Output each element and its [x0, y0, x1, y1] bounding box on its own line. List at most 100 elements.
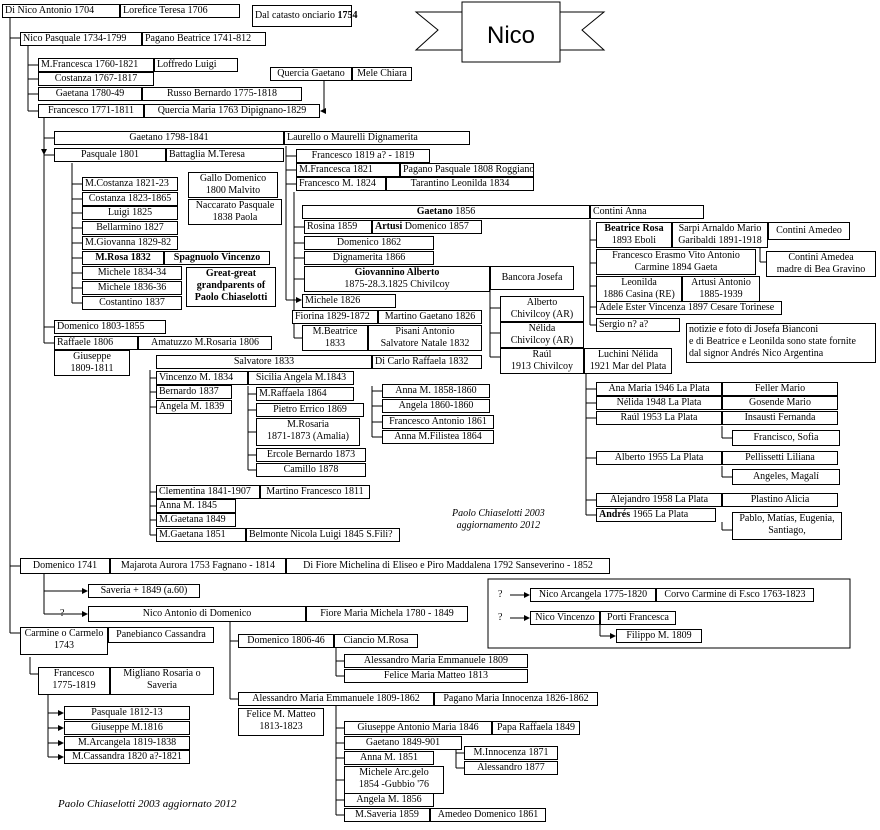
spouse-box: Corvo Carmine di F.sco 1763-1823 [656, 588, 814, 602]
person-box: Angela 1860-1860 [382, 399, 490, 413]
person-box: Ercole Bernardo 1873 [256, 448, 366, 462]
person-box: Andrés 1965 La Plata [596, 508, 716, 522]
person-box: Costantino 1837 [82, 296, 182, 310]
spouse-box: Artusi Domenico 1857 [372, 220, 482, 234]
children-box: Francisco, Sofia [732, 430, 840, 446]
person-box: M.Arcangela 1819-1838 [64, 736, 190, 750]
person-box: M.Francesca 1821 [296, 163, 400, 177]
person-box: Nico Antonio di Domenico [88, 606, 306, 622]
person-dates: 1875-28.3.1825 Chivilcoy [344, 279, 450, 290]
person-box: M.Rosaria 1871-1873 (Amalia) [256, 418, 360, 446]
person-name: Giovannino Alberto [354, 267, 440, 278]
person-box: Clementina 1841-1907 [156, 485, 260, 499]
person-box: Francesco Antonio 1861 [382, 415, 494, 429]
person-box: Bernardo 1837 [156, 385, 232, 399]
spouse-box: Feller Mario [722, 382, 838, 396]
spouse-box: Luchini Nélida 1921 Mar del Plata [584, 348, 672, 374]
person-box: Angela M. 1856 [344, 793, 434, 807]
person-box: Saveria + 1849 (a.60) [88, 584, 200, 598]
spouse-box: Di Carlo Raffaela 1832 [372, 355, 482, 369]
person-box: Nico Vincenzo [530, 611, 600, 625]
spouse-box: Di Fiore Michelina di Eliseo e Piro Madd… [286, 558, 610, 574]
spouse-box: Martino Gaetano 1826 [378, 310, 482, 324]
person-year: 1856 [452, 206, 476, 217]
spouse-box: Pisani Antonio Salvatore Natale 1832 [368, 325, 482, 351]
person-box: Domenico 1803-1855 [54, 320, 166, 334]
spouse-box: Ciancio M.Rosa [334, 634, 418, 648]
person-name: Andrés [599, 509, 631, 520]
spouse-box: Contini Anna [590, 205, 704, 219]
person-box: Alberto 1955 La Plata [596, 451, 722, 465]
person-box: Sergio n? a? [596, 318, 680, 332]
person-box: M.Gaetana 1849 [156, 513, 236, 527]
person-box: Alessandro Maria Emmanuele 1809-1862 [238, 692, 434, 706]
person-box: Francesco M. 1824 [296, 177, 386, 191]
person-box: Raúl 1953 La Plata [596, 411, 722, 425]
person-box: Contini Amedeo [768, 222, 850, 240]
person-box: Gaetano 1849-901 [344, 736, 462, 750]
spouse-box: Pagano Pasquale 1808 Roggiano [400, 163, 534, 177]
person-box: Nico Arcangela 1775-1820 [530, 588, 656, 602]
person-box: Francesco 1819 a? - 1819 [296, 149, 430, 163]
person-box: Vincenzo M. 1834 [156, 371, 248, 385]
person-box: Pasquale 1812-13 [64, 706, 190, 720]
person-box: Francesco Erasmo Vito Antonio Carmine 18… [596, 249, 756, 275]
person-box: Michele Arc.gelo 1854 -Gubbio '76 [344, 766, 444, 794]
person-box: Michele 1826 [302, 294, 396, 308]
person-box: Camillo 1878 [256, 463, 366, 477]
spouse-box: Sicilia Angela M.1843 [248, 371, 354, 385]
children-box: Pablo, Matías, Eugenia, Santiago, [732, 512, 842, 540]
person-year: 1965 La Plata [630, 509, 689, 520]
spouse-box: Papa Raffaela 1849 [492, 721, 580, 735]
person-box: Contini Amedea madre di Bea Gravino [766, 251, 876, 277]
unknown-marker: ? [498, 589, 503, 600]
spouse-box: Insausti Fernanda [722, 411, 838, 425]
spouse-box: Porti Francesca [600, 611, 676, 625]
person-box: Filippo M. 1809 [616, 629, 702, 643]
person-box: Bellarmino 1827 [82, 221, 178, 235]
spouse-box: Sarpi Arnaldo Mario Garibaldi 1891-1918 [672, 222, 768, 248]
note-box: notizie e foto di Josefa Bianconi e di B… [686, 323, 876, 363]
person-box: Alberto Chivilcoy (AR) [500, 296, 584, 322]
person-year: Domenico 1857 [402, 221, 469, 232]
spouse-box: Panebianco Cassandra [108, 627, 214, 643]
person-box: Salvatore 1833 [156, 355, 372, 369]
spouse-box: Pagano Maria Innocenza 1826-1862 [434, 692, 598, 706]
person-box: Di Nico Antonio 1704 [2, 4, 120, 18]
person-dates: 1893 Eboli [611, 235, 657, 246]
person-box: Domenico 1862 [304, 236, 434, 250]
spouse-box: Gosende Mario [722, 396, 838, 410]
person-box: Giuseppe Antonio Maria 1846 [344, 721, 492, 735]
spouse-box: Pagano Beatrice 1741-812 [142, 32, 266, 46]
spouse-box: Fiore Maria Michela 1780 - 1849 [306, 606, 468, 622]
person-box: Angela M. 1839 [156, 400, 232, 414]
person-box: M.Saveria 1859 [344, 808, 430, 822]
spouse-box: Tarantino Leonilda 1834 [386, 177, 534, 191]
person-box: Nélida Chivilcoy (AR) [500, 322, 584, 348]
spouse-box: Artusi Antonio 1885-1939 [682, 276, 760, 302]
person-box: M.Francesca 1760-1821 [38, 58, 154, 72]
person-box: Michele 1834-34 [82, 266, 182, 280]
person-box: Gaetano 1798-1841 [54, 131, 284, 145]
person-box: Felice M. Matteo 1813-1823 [238, 708, 324, 736]
spouse-box: Loffredo Luigi [154, 58, 238, 72]
catasto-prefix: Dal catasto onciario [255, 10, 338, 21]
person-box: Gaetano 1856 [302, 205, 590, 219]
person-box: Pasquale 1801 [54, 148, 166, 162]
person-box: M.Cassandra 1820 a?-1821 [64, 750, 190, 764]
person-box: Michele 1836-36 [82, 281, 182, 295]
person-box: Alessandro 1877 [464, 761, 558, 775]
person-box: Domenico 1741 [20, 558, 110, 574]
spouse-box: Migliano Rosaria o Saveria [110, 667, 214, 695]
spouse-box: Quercia Maria 1763 Dipignano-1829 [144, 104, 320, 118]
person-box: Giuseppe M.1816 [64, 721, 190, 735]
spouse-box: Lorefice Teresa 1706 [120, 4, 240, 18]
spouse-box: Belmonte Nicola Luigi 1845 S.Fili? [246, 528, 400, 542]
person-box: Anna M. 1845 [156, 499, 236, 513]
credit-text: Paolo Chiaselotti 2003 aggiornamento 201… [452, 508, 545, 531]
spouse-box: Bancora Josefa [490, 266, 574, 290]
person-box: Carmine o Carmelo 1743 [20, 627, 108, 655]
spouse-box: Amatuzzo M.Rosaria 1806 [138, 336, 272, 350]
person-box: Alessandro Maria Emmanuele 1809 [344, 654, 528, 668]
person-box: Rosina 1859 [304, 220, 372, 234]
